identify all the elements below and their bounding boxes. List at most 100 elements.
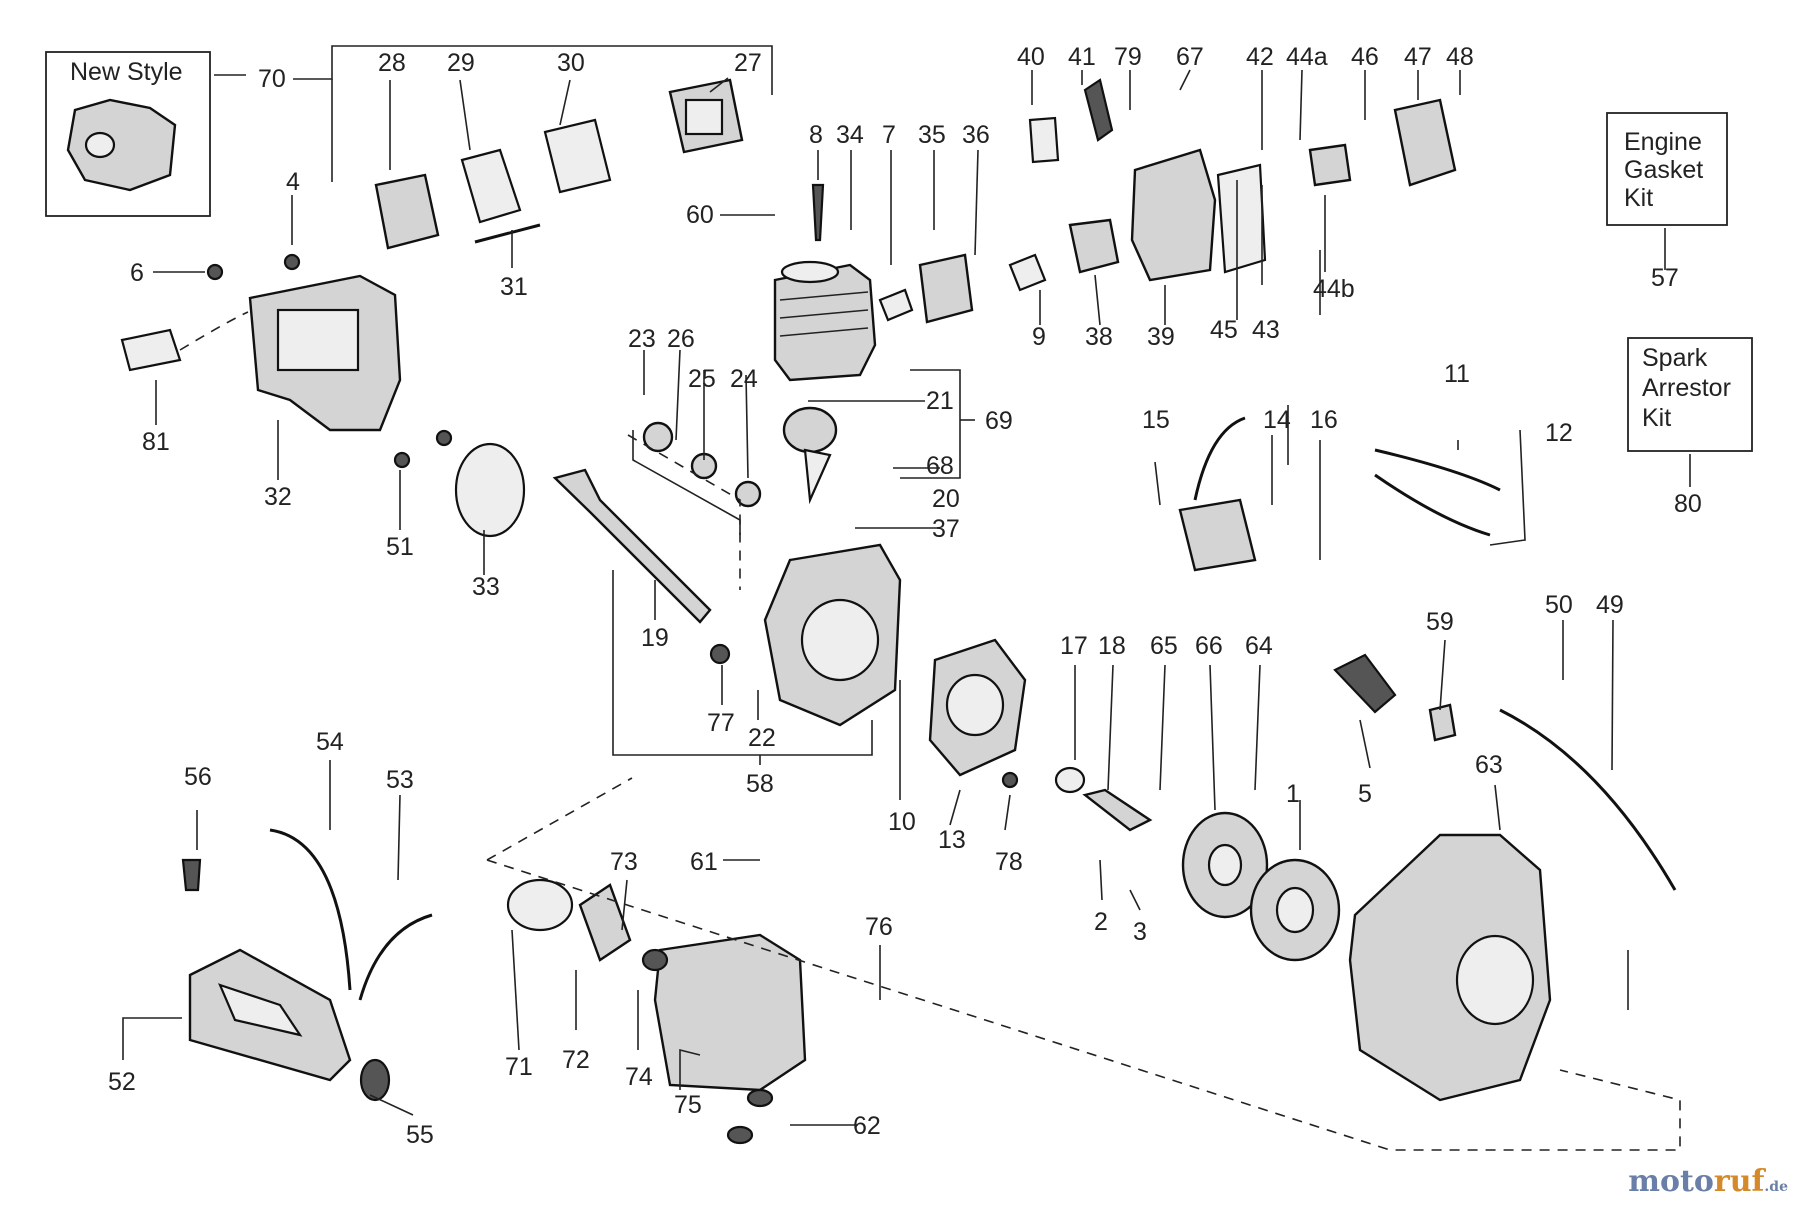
part-number: 36 [962,121,990,149]
watermark-part1: moto [1628,1164,1714,1199]
part-number: 32 [264,483,292,511]
part-number: 65 [1150,632,1178,660]
part-number: 15 [1142,406,1170,434]
starter-parts [1054,653,1457,962]
part-number: 63 [1475,751,1503,779]
part-number: 34 [836,121,864,149]
watermark-part3: .de [1764,1179,1788,1195]
spark-arrestor-kit-box: Spark Arrestor Kit [1627,337,1753,452]
part-number: 53 [386,766,414,794]
part-number: 61 [690,848,718,876]
part-number: 40 [1017,43,1045,71]
spark-arrestor-kit-line1: Spark [1642,344,1708,372]
part-number: 4 [286,168,300,196]
crankshaft-piston [552,406,838,624]
part-number: 69 [985,407,1013,435]
part-number: 18 [1098,632,1126,660]
part-number: 49 [1596,591,1624,619]
part-number: 51 [386,533,414,561]
crankshaft-dashed-guide [627,434,741,590]
part-number: 1 [1286,780,1300,808]
assembly-dashed-outline [486,777,1681,1151]
part-number: 38 [1085,323,1113,351]
part-number: 22 [748,724,776,752]
part-number: 2 [1094,908,1108,936]
part-number: 43 [1252,316,1280,344]
crankcase-22 [709,543,902,727]
part-number: 68 [926,452,954,480]
cylinder-34 [773,183,877,382]
part-number: 67 [1176,43,1204,71]
part-number: 57 [1651,264,1679,292]
engine-gasket-kit-line2: Gasket [1624,156,1703,184]
part-number: 20 [932,485,960,513]
part-number: 10 [888,808,916,836]
engine-gasket-kit-line1: Engine [1624,128,1702,156]
part-number: 33 [472,573,500,601]
part-number: 19 [641,624,669,652]
flywheel-13 [928,638,1027,789]
part-number: 13 [938,826,966,854]
housing-32 [120,253,526,538]
part-number-labels: 70 28 29 30 27 4 6 31 81 32 51 33 8 34 7… [108,43,1702,1149]
part-number: 31 [500,273,528,301]
part-number: 62 [853,1112,881,1140]
part-number: 26 [667,325,695,353]
part-number: 44b [1313,275,1355,303]
carburetor-parts [878,78,1457,324]
part-number: 44a [1286,43,1328,71]
engine-gasket-kit-line3: Kit [1624,184,1653,212]
part-number: 12 [1545,419,1573,447]
part-number: 47 [1404,43,1432,71]
part-number: 78 [995,848,1023,876]
part-number: 39 [1147,323,1175,351]
part-number: 25 [688,365,716,393]
part-number: 58 [746,770,774,798]
part-number: 59 [1426,608,1454,636]
watermark-part2: ruf [1713,1164,1765,1199]
part-number: 24 [730,365,758,393]
part-number: 3 [1133,918,1147,946]
part-number: 9 [1032,323,1046,351]
part-number: 42 [1246,43,1274,71]
part-number: 8 [809,121,823,149]
part-number: 17 [1060,632,1088,660]
spark-arrestor-kit-line2: Arrestor [1642,374,1731,402]
part-number: 28 [378,49,406,77]
new-style-box: New Style [45,51,211,217]
part-number: 41 [1068,43,1096,71]
part-number: 11 [1444,360,1470,388]
part-number: 5 [1358,780,1372,808]
part-number: 50 [1545,591,1573,619]
part-number: 56 [184,763,212,791]
part-number: 30 [557,49,585,77]
part-number: 70 [258,65,286,93]
ignition-parts [1178,416,1501,572]
part-number: 29 [447,49,475,77]
part-number: 46 [1351,43,1379,71]
part-number: 66 [1195,632,1223,660]
starter-housing-63 [1348,708,1677,1102]
part-number: 45 [1210,316,1238,344]
part-number: 14 [1263,406,1291,434]
part-number: 76 [865,913,893,941]
spark-arrestor-kit-line3: Kit [1642,404,1671,432]
part-number: 54 [316,728,344,756]
part-number: 71 [505,1053,533,1081]
part-number: 73 [610,848,638,876]
part-number: 52 [108,1068,136,1096]
part-number: 75 [674,1091,702,1119]
fuel-tank-52 [181,828,433,1102]
part-number: 80 [1674,490,1702,518]
part-number: 74 [625,1063,653,1091]
part-number: 77 [707,709,735,737]
part-number: 35 [918,121,946,149]
air-filter-parts [374,78,744,250]
engine-cover-75 [506,878,807,1145]
part-number: 64 [1245,632,1273,660]
engine-gasket-kit-box: Engine Gasket Kit [1606,112,1728,226]
part-number: 55 [406,1121,434,1149]
part-number: 16 [1310,406,1338,434]
part-number: 27 [734,49,762,77]
